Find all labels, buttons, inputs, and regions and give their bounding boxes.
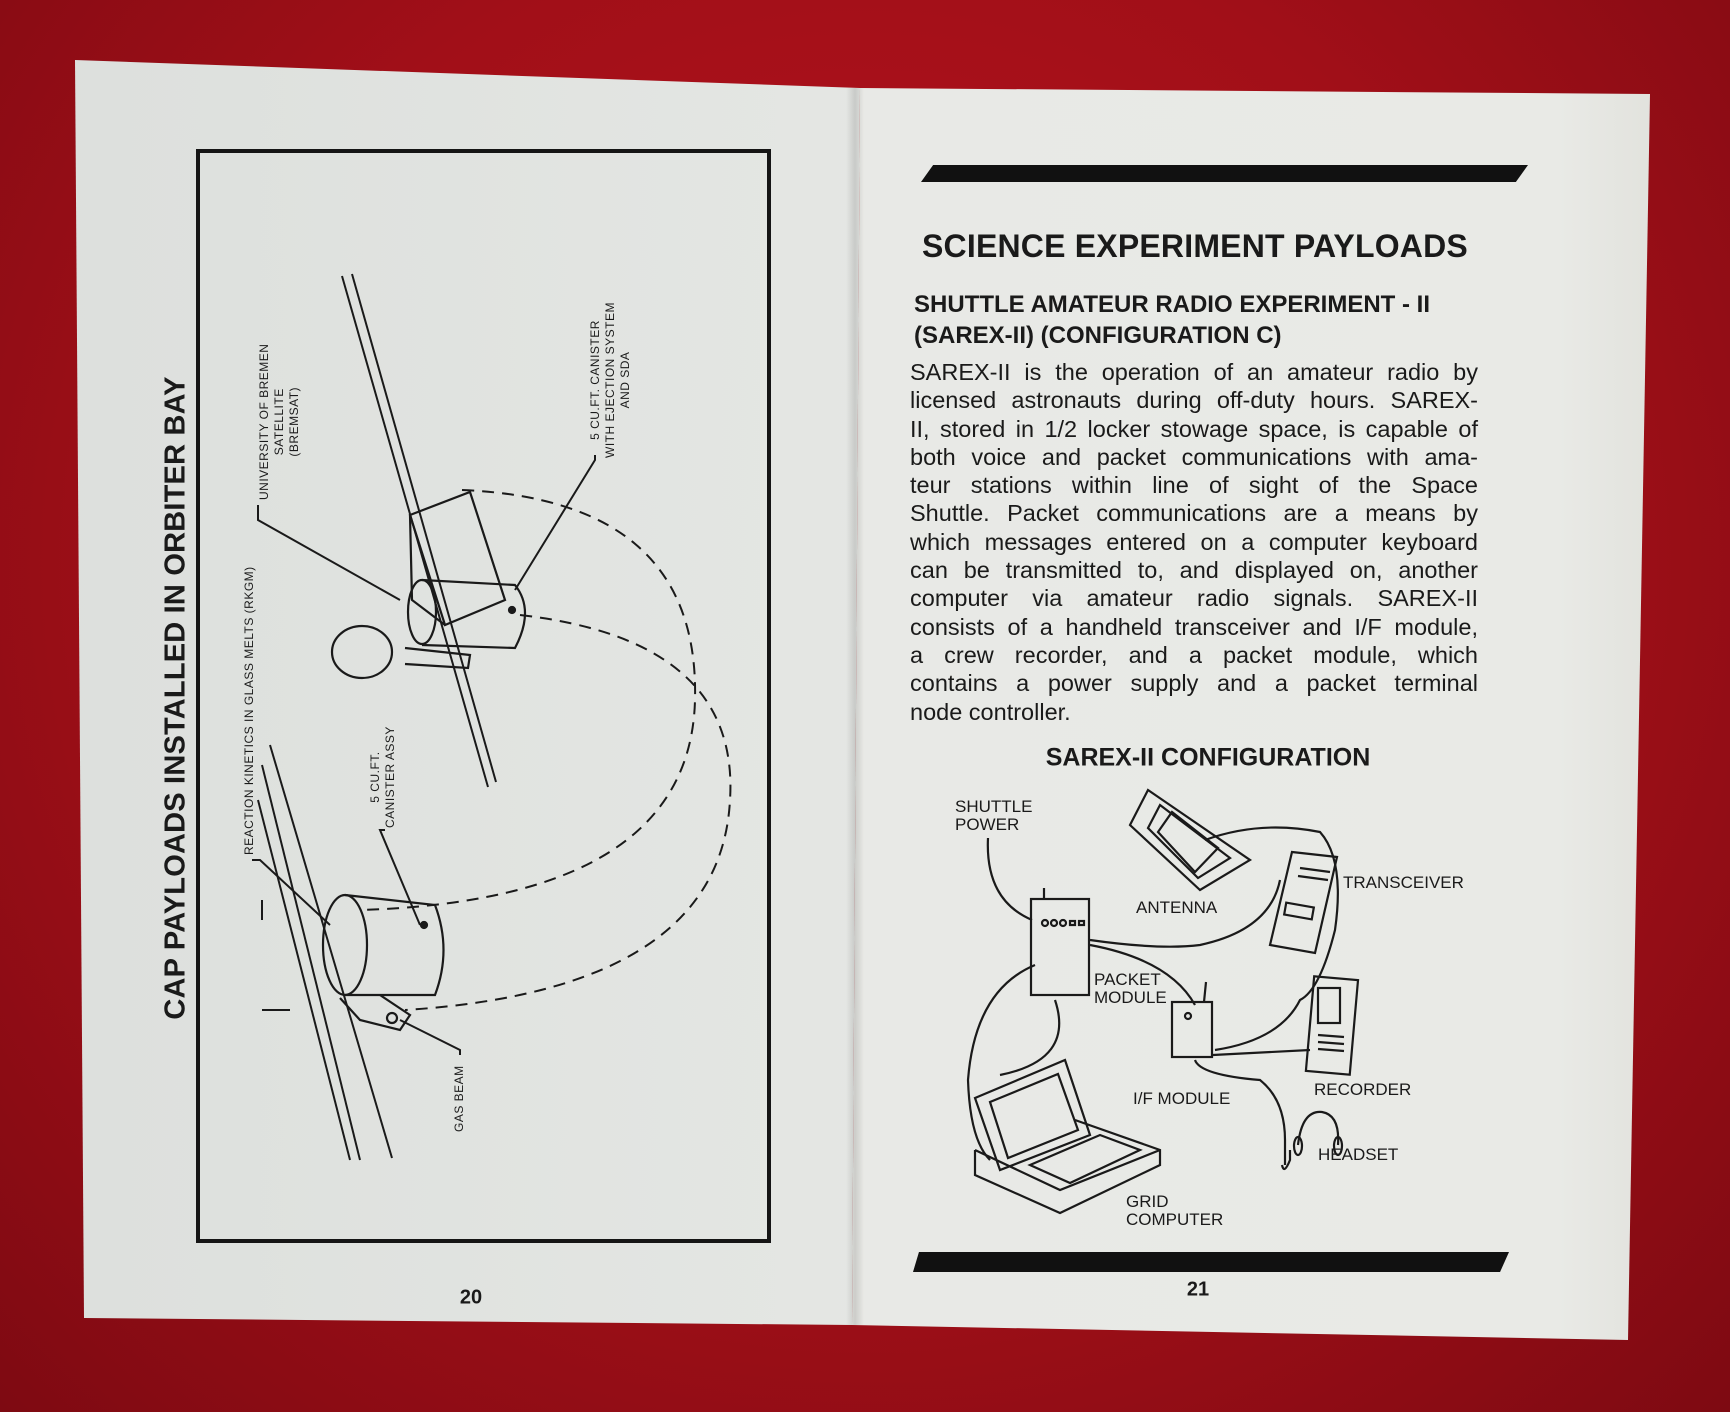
body-line: SAREX-II is the operation of an amateur … <box>910 359 1478 385</box>
headset-cable <box>1193 1059 1287 1165</box>
heading-line: (SAREX-II) (CONFIGURATION C) <box>914 322 1282 349</box>
cable <box>1204 826 1339 1052</box>
cable <box>1212 1048 1311 1057</box>
ejection-path <box>359 489 697 911</box>
cable <box>999 999 1061 1077</box>
if-module-icon <box>1170 981 1214 1059</box>
heading-line: SHUTTLE AMATEUR RADIO EXPERIMENT - II <box>914 291 1430 318</box>
power-cable <box>986 837 1033 922</box>
figure-frame <box>196 149 771 1243</box>
bottom-rule <box>913 1252 1509 1272</box>
label-transceiver: TRANSCEIVER <box>1343 873 1464 892</box>
leader-line <box>514 455 596 591</box>
page-number-right: 21 <box>1186 1278 1210 1301</box>
label-line: MODULE <box>1094 988 1167 1007</box>
body-line: can be transmitted to, and displayed on,… <box>910 557 1478 584</box>
label-packet-module: PACKET MODULE <box>1094 971 1167 1007</box>
body-line: node controller. <box>910 698 1071 725</box>
recorder-icon <box>1304 975 1360 1076</box>
bay-line <box>269 744 393 1159</box>
label-line: GRID <box>1126 1192 1169 1211</box>
leader-line <box>399 1019 461 1055</box>
bay-line <box>261 764 361 1161</box>
label-grid-computer: GRID COMPUTER <box>1126 1193 1223 1229</box>
cable <box>966 963 1036 1161</box>
label-antenna: ANTENNA <box>1136 898 1218 917</box>
book-spine <box>846 88 864 1325</box>
antenna-icon <box>1128 788 1253 892</box>
headset-icon <box>1280 1110 1344 1171</box>
top-rule <box>921 165 1528 182</box>
diagram-title: SAREX-II CONFIGURATION <box>1045 743 1371 772</box>
label-shuttle-power: SHUTTLE POWER <box>955 798 1032 834</box>
label-line: SHUTTLE <box>955 797 1033 816</box>
cable <box>1089 943 1196 1006</box>
label-line: POWER <box>955 815 1020 834</box>
label-line: COMPUTER <box>1126 1210 1224 1229</box>
experiment-heading: SHUTTLE AMATEUR RADIO EXPERIMENT - II (S… <box>914 289 1430 351</box>
packet-module-icon <box>1029 888 1091 997</box>
label-line: PACKET <box>1094 970 1161 989</box>
ejection-path <box>404 614 732 1011</box>
body-line: both voice and packet communications wit… <box>910 443 1478 470</box>
grid-computer-icon <box>973 1058 1162 1215</box>
body-line: which messages entered on a computer key… <box>910 528 1478 555</box>
leader-line <box>252 859 331 926</box>
body-paragraph: SAREX-II is the operation of an amateur … <box>910 358 1478 726</box>
body-line: a crew recorder, and a packet module, wh… <box>910 641 1478 668</box>
page-number-left: 20 <box>459 1286 483 1309</box>
bay-line <box>257 799 351 1161</box>
bay-line <box>351 273 497 783</box>
transceiver-icon <box>1268 850 1339 955</box>
cable <box>1089 879 1282 948</box>
section-heading: SCIENCE EXPERIMENT PAYLOADS <box>922 228 1468 264</box>
body-line: Shuttle. Packet communications are a mea… <box>910 500 1478 527</box>
label-headset: HEADSET <box>1318 1145 1399 1164</box>
leader-line <box>378 829 421 926</box>
leader-line <box>257 505 401 601</box>
canister-assy <box>321 893 445 1032</box>
body-line: computer via amateur radio signals. SARE… <box>910 585 1478 612</box>
body-line: consists of a handheld transceiver and I… <box>910 613 1478 640</box>
body-line: teur stations within line of sight of th… <box>910 472 1478 499</box>
label-if-module: I/F MODULE <box>1133 1089 1231 1108</box>
body-line: contains a power supply and a packet ter… <box>910 670 1478 697</box>
body-line: II, stored in 1/2 locker stowage space, … <box>910 415 1478 442</box>
body-line: licensed astronauts during off-duty hour… <box>910 387 1478 414</box>
label-recorder: RECORDER <box>1314 1080 1412 1099</box>
bremsat-canister <box>330 490 526 680</box>
